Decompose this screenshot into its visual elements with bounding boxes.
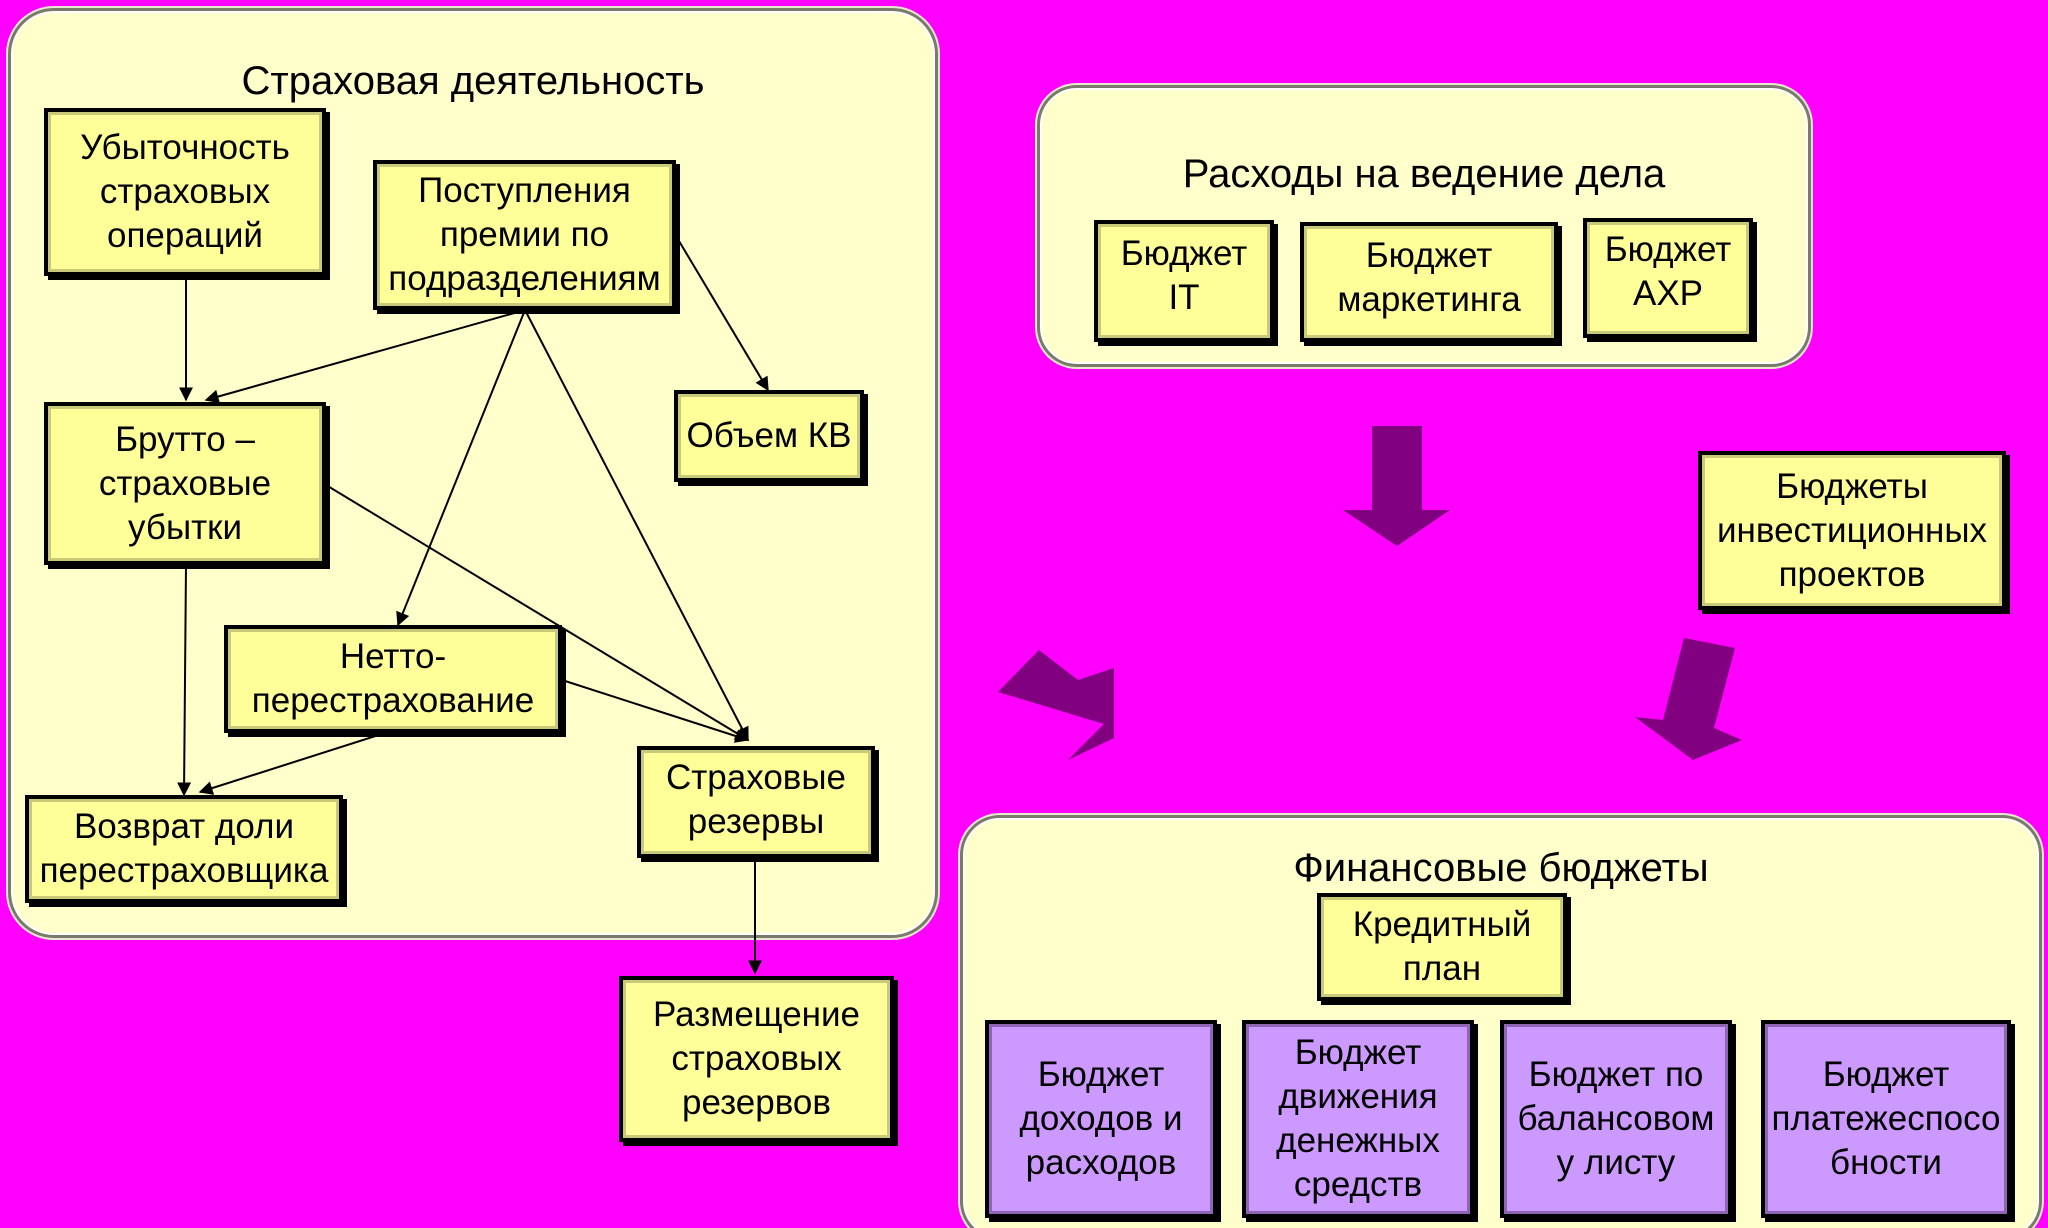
flow-arrow-down-icon <box>1343 426 1450 546</box>
flow-arrow-right-icon <box>1635 638 1742 760</box>
budget-marketing-box: Бюджет маркетинга <box>1300 222 1558 342</box>
gross-losses-box: Брутто – страховые убытки <box>44 402 326 565</box>
commission-volume-box: Объем КВ <box>674 390 864 482</box>
flow-arrow-left-icon <box>998 650 1114 760</box>
budget-it-box: Бюджет IT <box>1094 220 1274 342</box>
business-expenses-title: Расходы на ведение дела <box>1182 152 1666 196</box>
insurance-activity-title: Страховая деятельность <box>241 59 705 103</box>
credit-plan-box: Кредитный план <box>1317 893 1567 1001</box>
budget-ahr-box: Бюджет АХР <box>1583 218 1753 338</box>
financial-budgets-title: Финансовые бюджеты <box>1293 846 1709 890</box>
budget-cash-flow-box: Бюджет движения денежных средств <box>1242 1020 1474 1218</box>
investment-budgets-box: Бюджеты инвестиционных проектов <box>1698 451 2006 610</box>
net-reinsurance-box: Нетто- перестрахование <box>224 625 562 733</box>
premium-receipts-box: Поступления премии по подразделениям <box>373 160 676 310</box>
loss-ratio-box: Убыточность страховых операций <box>44 108 326 276</box>
reserves-placement-box: Размещение страховых резервов <box>619 976 894 1142</box>
budget-balance-sheet-box: Бюджет по балансовом у листу <box>1500 1020 1732 1218</box>
budget-solvency-box: Бюджет платежеспосо бности <box>1761 1020 2011 1218</box>
budget-income-expense-box: Бюджет доходов и расходов <box>985 1020 1217 1218</box>
insurance-reserves-box: Страховые резервы <box>637 746 875 858</box>
reinsurer-share-return-box: Возврат доли перестраховщика <box>25 795 343 903</box>
